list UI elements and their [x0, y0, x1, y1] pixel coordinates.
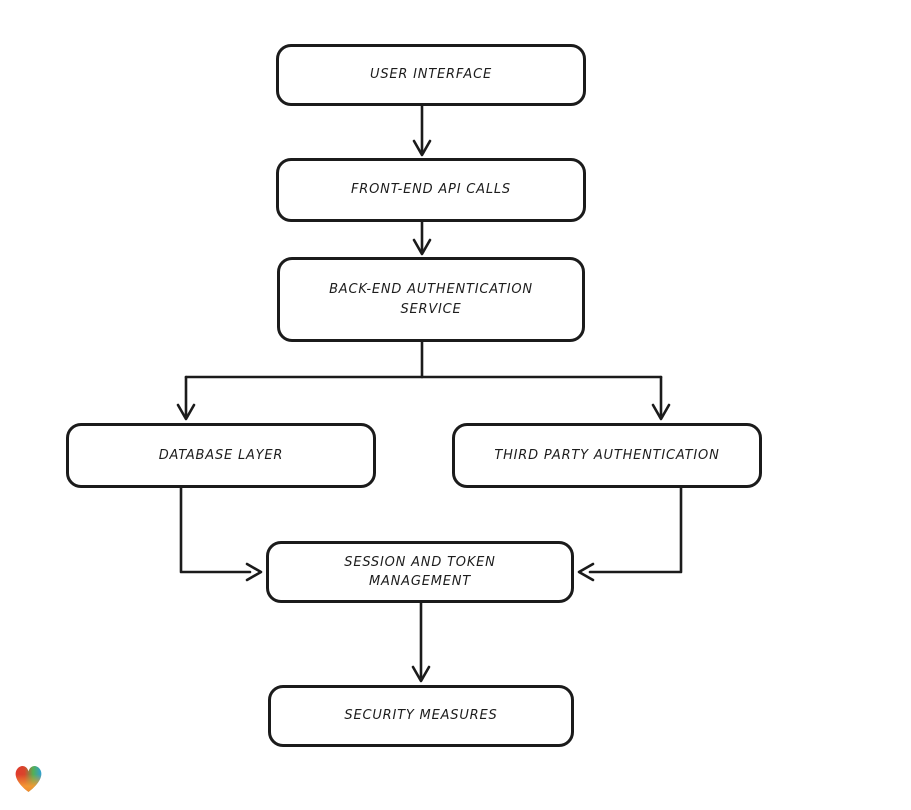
edge-back-end-branch: [176, 340, 671, 421]
edge-line: [588, 486, 683, 574]
node-third-party-authentication: THIRD PARTY AUTHENTICATION: [452, 423, 762, 488]
arrowhead-right-icon: [245, 562, 263, 582]
node-label-database-layer: DATABASE LAYER: [158, 447, 284, 463]
gradient-heart-logo-icon[interactable]: [12, 763, 45, 794]
arrowhead-down-icon: [412, 139, 432, 157]
node-security-measures: SECURITY MEASURES: [268, 685, 574, 747]
arrowhead-down-icon: [412, 238, 432, 256]
arrowhead-left-icon: [577, 562, 595, 582]
node-label-third-party-authentication: THIRD PARTY AUTHENTICATION: [494, 447, 720, 463]
arrowhead-down-icon: [176, 403, 196, 421]
node-label-security-measures: SECURITY MEASURES: [344, 708, 498, 724]
edge-line: [179, 486, 252, 574]
edge-third-party-authentication-to-session-and-token-management: [577, 486, 683, 582]
node-label-session-and-token-management: SESSION AND TOKEN MANAGEMENT: [344, 554, 496, 590]
node-label-user-interface: USER INTERFACE: [370, 67, 492, 83]
edge-session-and-token-management-to-security-measures: [411, 601, 431, 683]
node-label-front-end-api-calls: FRONT-END API CALLS: [351, 182, 511, 198]
node-front-end-api-calls: FRONT-END API CALLS: [276, 158, 586, 222]
arrowhead-down-icon: [651, 403, 671, 421]
edge-database-layer-to-session-and-token-management: [179, 486, 263, 582]
edge-front-end-api-calls-to-back-end-authentication-service: [412, 220, 432, 256]
node-label-back-end-authentication-service: BACK-END AUTHENTICATION SERVICE: [329, 282, 533, 317]
node-user-interface: USER INTERFACE: [276, 44, 586, 106]
node-session-and-token-management: SESSION AND TOKEN MANAGEMENT: [266, 541, 574, 603]
arrowhead-down-icon: [411, 665, 431, 683]
node-back-end-authentication-service: BACK-END AUTHENTICATION SERVICE: [277, 257, 585, 342]
edge-user-interface-to-front-end-api-calls: [412, 104, 432, 157]
node-database-layer: DATABASE LAYER: [66, 423, 376, 488]
